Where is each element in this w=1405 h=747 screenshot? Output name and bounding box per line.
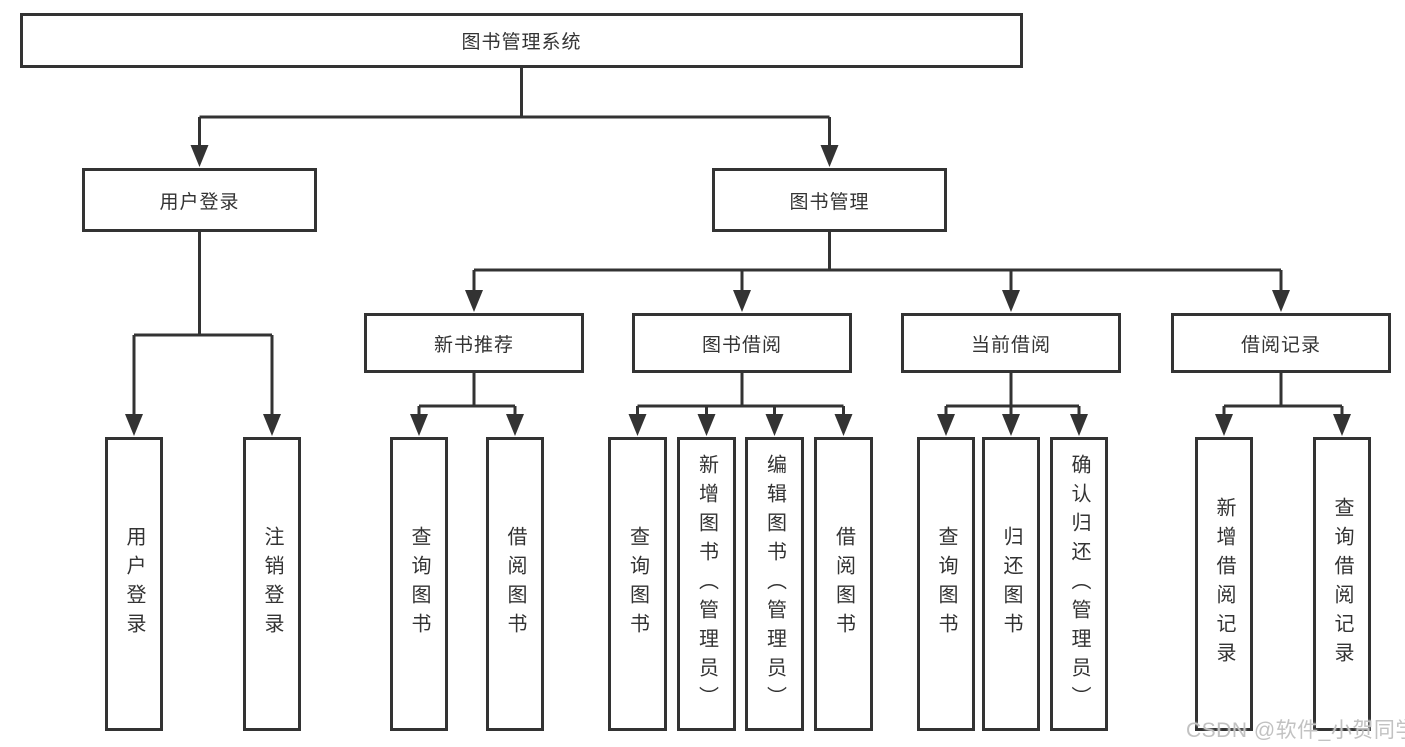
leaf-logout: 注销登录 [243,437,301,731]
leaf-query-borrow-record: 查询借阅记录 [1313,437,1371,731]
node-label: 借阅记录 [1240,334,1321,356]
node-label: 注销登录 [261,526,283,642]
leaf-add-borrow-record: 新增借阅记录 [1195,437,1253,731]
node-label: 借阅图书 [504,526,526,642]
arrow-down-icon [1002,290,1020,312]
leaf-borrow-books-borrow: 借阅图书 [814,437,873,731]
node-book-management: 图书管理 [712,168,947,232]
node-library-management-system: 图书管理系统 [20,13,1023,68]
node-label: 查询图书 [408,526,430,642]
arrow-down-icon [820,145,839,167]
leaf-query-books-borrow: 查询图书 [608,437,667,731]
arrow-down-icon [733,290,751,312]
arrow-down-icon [506,414,524,436]
node-label: 图书借阅 [701,334,782,356]
arrow-down-icon [697,414,716,436]
arrow-down-icon [1272,290,1290,312]
leaf-query-books-current: 查询图书 [917,437,975,731]
arrow-down-icon [1333,414,1351,436]
node-new-book-recommendation: 新书推荐 [364,313,584,373]
node-current-borrowing: 当前借阅 [901,313,1121,373]
node-borrowing-records: 借阅记录 [1171,313,1391,373]
node-label: 新书推荐 [433,334,514,356]
node-label: 新增图书（管理员） [695,453,718,715]
arrow-down-icon [628,414,647,436]
watermark: CSDN @软件_小贺同学 [1186,719,1405,742]
node-label: 编辑图书（管理员） [763,453,786,715]
arrow-down-icon [765,414,784,436]
arrow-down-icon [465,290,483,312]
arrow-down-icon [125,414,143,436]
node-label: 当前借阅 [970,334,1051,356]
node-label: 借阅图书 [832,526,855,642]
tree-edges [132,68,1344,416]
leaf-confirm-return-admin: 确认归还（管理员） [1050,437,1108,731]
arrow-down-icon [1002,414,1020,436]
arrow-down-icon [834,414,853,436]
node-label: 用户登录 [123,526,145,642]
node-user-login: 用户登录 [82,168,317,232]
arrow-down-icon [1070,414,1088,436]
arrow-down-icon [410,414,428,436]
node-label: 确认归还（管理员） [1068,453,1090,715]
node-label: 用户登录 [159,191,240,213]
arrow-down-icon [190,145,209,167]
node-label: 查询图书 [935,526,957,642]
leaf-return-books: 归还图书 [982,437,1040,731]
arrow-down-icon [263,414,281,436]
arrow-down-icon [1215,414,1233,436]
arrowheads [125,145,1351,436]
leaf-query-books-recommend: 查询图书 [390,437,448,731]
node-label: 新增借阅记录 [1213,497,1235,671]
leaf-edit-books-admin: 编辑图书（管理员） [745,437,804,731]
leaf-borrow-books-recommend: 借阅图书 [486,437,544,731]
node-label: 图书管理系统 [461,32,582,53]
node-label: 图书管理 [789,191,870,213]
leaf-add-books-admin: 新增图书（管理员） [677,437,736,731]
node-label: 查询图书 [626,526,649,642]
node-book-borrowing: 图书借阅 [632,313,852,373]
node-label: 归还图书 [1000,526,1022,642]
arrow-down-icon [937,414,955,436]
leaf-user-login: 用户登录 [105,437,163,731]
node-label: 查询借阅记录 [1331,497,1353,671]
